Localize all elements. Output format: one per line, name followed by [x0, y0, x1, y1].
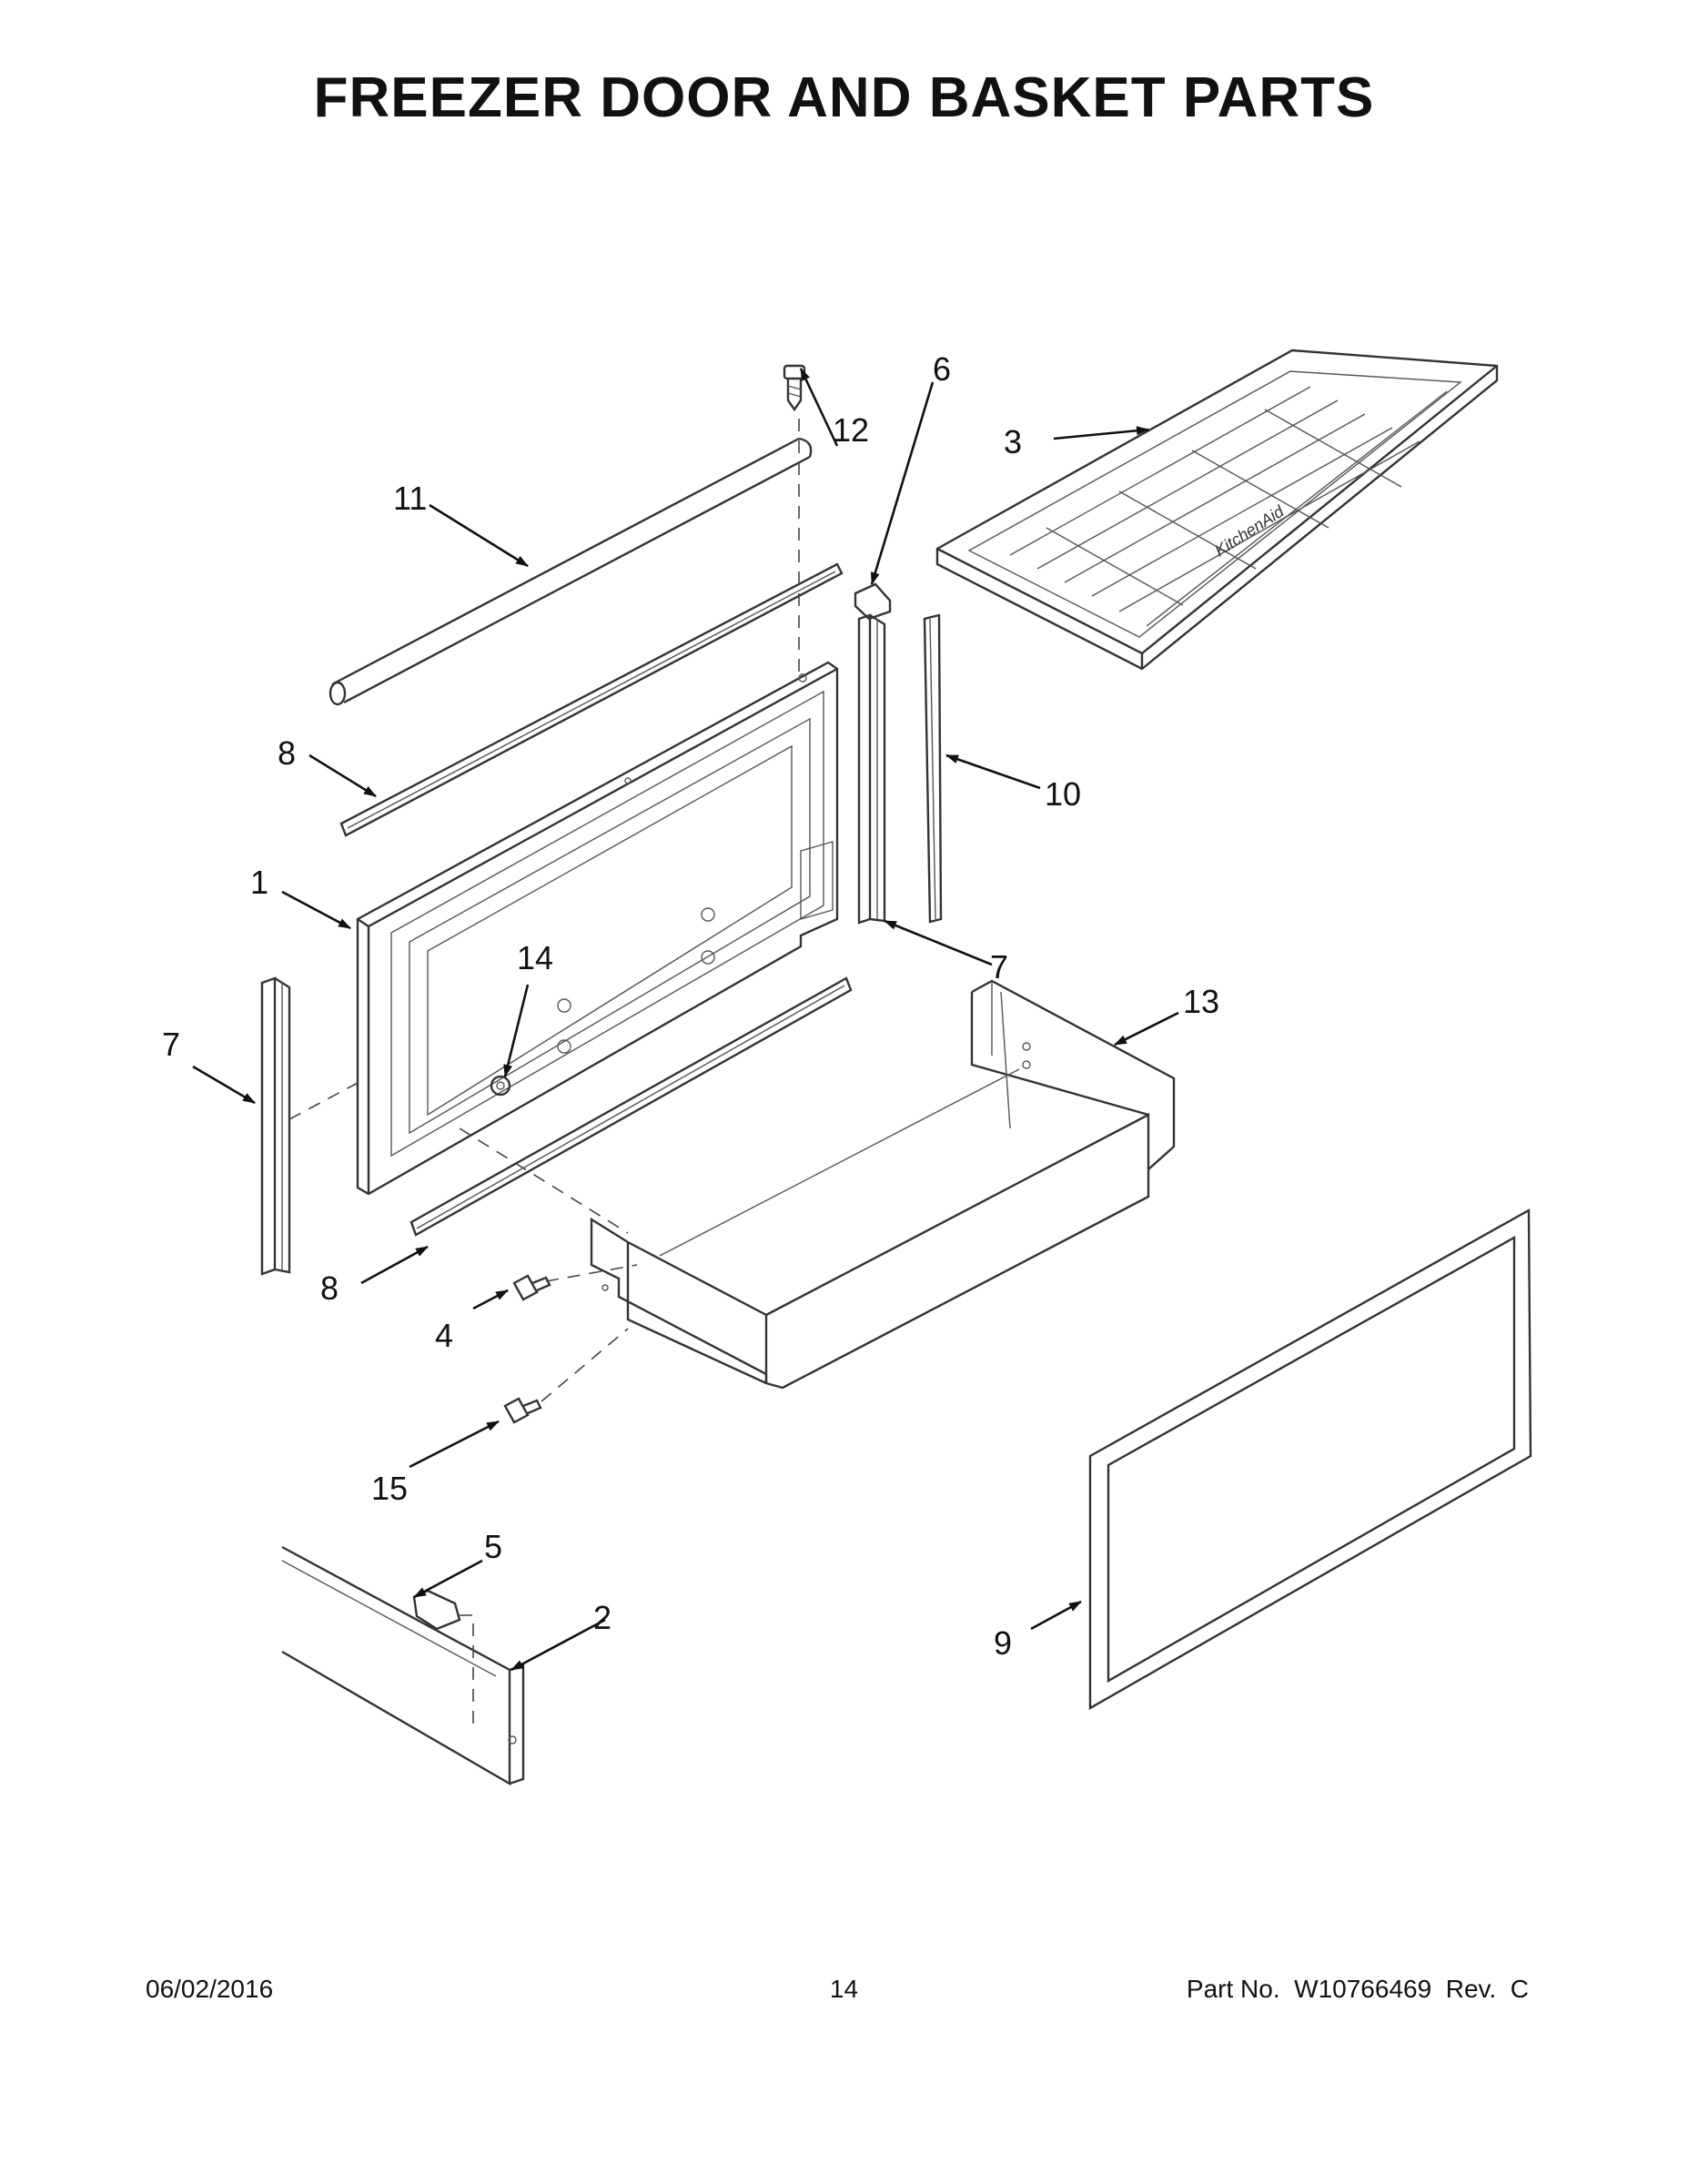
part-2-front-panel [281, 1545, 525, 1786]
footer-date: 06/02/2016 [146, 1975, 274, 2003]
callout-1: 1 [250, 864, 268, 901]
part-3-basket-tray: KitchenAid [935, 349, 1499, 671]
callout-7-right: 7 [990, 948, 1008, 986]
part-6-clip [854, 582, 892, 621]
part-4-screw [512, 1274, 551, 1301]
callout-12: 12 [833, 411, 869, 449]
callout-2: 2 [593, 1599, 612, 1636]
footer-part-number: Part No. W10766469 Rev. C [1186, 1975, 1529, 2003]
leader-arrows [192, 368, 1179, 1672]
part-15-screw [503, 1397, 542, 1424]
callout-10: 10 [1045, 775, 1081, 813]
callout-3: 3 [1004, 423, 1022, 460]
callout-13: 13 [1183, 983, 1219, 1020]
part-14-nut [490, 1075, 511, 1097]
part-7-rail-left [260, 976, 291, 1276]
callout-5: 5 [484, 1528, 502, 1565]
callout-4: 4 [435, 1317, 453, 1354]
part-10-strip [923, 613, 943, 924]
part-8-trim-strip-bottom [409, 976, 853, 1237]
callout-6: 6 [933, 350, 951, 388]
callout-11: 11 [393, 480, 427, 517]
assembly-lines [288, 419, 800, 1729]
part-7-rail-right [857, 613, 886, 925]
callout-8-top: 8 [278, 734, 296, 772]
callout-labels: 1 2 3 4 5 6 7 7 8 8 9 10 11 12 13 14 15 [162, 350, 1219, 1662]
callout-9: 9 [994, 1624, 1012, 1662]
brand-logo: KitchenAid [1211, 501, 1288, 560]
part-1-door-frame [356, 661, 839, 1196]
page-title: FREEZER DOOR AND BASKET PARTS [313, 66, 1375, 129]
callout-14: 14 [517, 939, 553, 976]
part-13-basket [590, 979, 1176, 1390]
callout-8-bottom: 8 [320, 1269, 339, 1307]
callout-7-left: 7 [162, 1026, 180, 1063]
part-11-door-handle-tube [329, 437, 813, 706]
part-9-door-gasket [1088, 1208, 1532, 1711]
footer-page-number: 14 [829, 1975, 859, 2003]
part-8-trim-strip-top [339, 562, 844, 837]
callout-15: 15 [371, 1470, 408, 1507]
